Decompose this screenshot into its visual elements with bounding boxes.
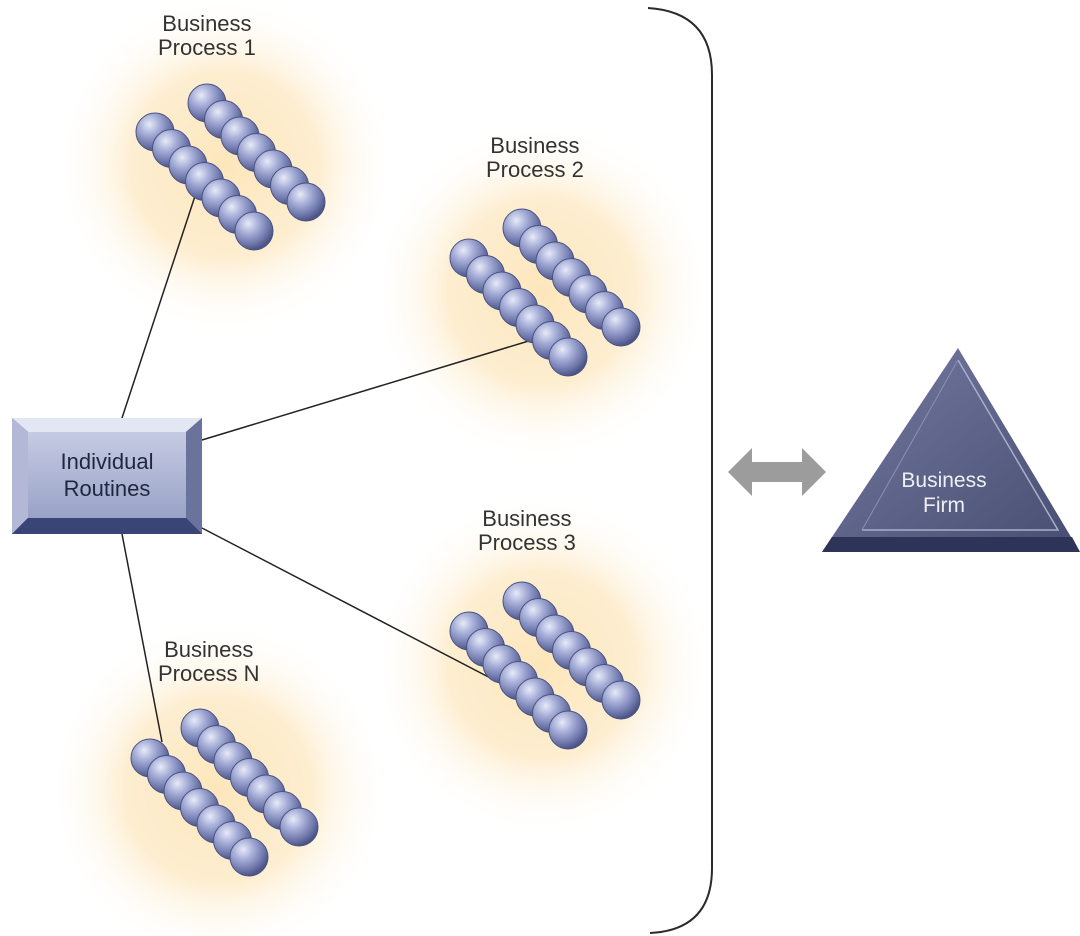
chain-p3	[449, 581, 641, 750]
routine-sphere	[601, 680, 641, 720]
routine-sphere	[234, 211, 274, 251]
connector-process-3	[201, 527, 501, 684]
connector-lines	[121, 189, 533, 743]
routine-sphere	[548, 337, 588, 377]
connector-process-n	[121, 533, 163, 743]
process-1-glow	[55, 0, 395, 335]
process-3-label: Business Process 3	[478, 506, 576, 555]
chain-p1	[135, 83, 326, 251]
routine-chains	[130, 83, 641, 877]
process-3-glow	[372, 495, 712, 835]
routine-sphere	[548, 710, 588, 750]
process-glows	[48, 0, 712, 936]
double-arrow-icon	[728, 448, 826, 496]
chain-pn	[130, 708, 319, 877]
individual-routines-text: Individual Routines	[60, 449, 154, 501]
process-bracket	[647, 7, 713, 934]
connector-process-2	[201, 339, 533, 441]
routine-sphere	[601, 307, 641, 347]
routine-sphere	[279, 807, 319, 847]
process-1-label: Business Process 1	[158, 11, 256, 60]
chain-p2	[449, 208, 641, 377]
individual-routines-label: Individual Routines	[14, 420, 200, 530]
process-n-glow	[48, 620, 388, 936]
routine-sphere	[229, 837, 269, 877]
routine-sphere	[286, 182, 326, 222]
process-2-label: Business Process 2	[486, 133, 584, 182]
business-firm-label: Business Firm	[901, 469, 987, 517]
connector-process-1	[121, 189, 198, 419]
process-n-label: Business Process N	[158, 637, 260, 686]
individual-routines-box	[12, 418, 202, 534]
business-firm-triangle	[822, 348, 1080, 552]
process-2-glow	[372, 122, 712, 462]
